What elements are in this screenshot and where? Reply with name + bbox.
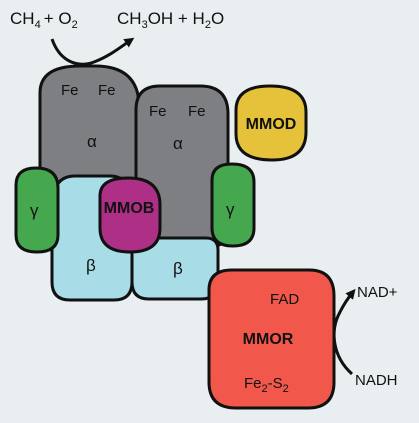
fe-label: Fe <box>188 103 206 120</box>
reaction-arrow <box>50 37 135 66</box>
alpha-label-left: α <box>87 132 97 151</box>
products-label: CH3OH + H2O <box>117 9 224 31</box>
nadh-label: NADH <box>355 372 398 389</box>
gamma-subunit-right <box>210 162 256 248</box>
mmor-label: MMOR <box>243 331 294 348</box>
gamma-label-left: γ <box>30 201 39 220</box>
cofactor-arrow <box>332 288 356 376</box>
nad-plus-label: NAD+ <box>357 284 398 301</box>
fad-label: FAD <box>270 291 299 308</box>
reactants-label: CH4+ O2 <box>10 9 78 31</box>
mmob-protein <box>98 176 162 254</box>
alpha-label-right: α <box>173 134 183 153</box>
beta-label-right: β <box>173 259 183 278</box>
beta-label-left: β <box>86 256 96 275</box>
fe2s2-label: Fe2-S2 <box>244 375 289 395</box>
gamma-label-right: γ <box>226 200 235 219</box>
mmob-label: MMOB <box>104 200 155 217</box>
mmod-label: MMOD <box>246 116 297 133</box>
mmor-protein <box>207 268 336 410</box>
gamma-subunit-left <box>14 166 60 254</box>
fe-label: Fe <box>149 103 167 120</box>
mmod-protein <box>234 84 308 162</box>
fe-label: Fe <box>98 82 116 99</box>
fe-label: Fe <box>61 82 79 99</box>
